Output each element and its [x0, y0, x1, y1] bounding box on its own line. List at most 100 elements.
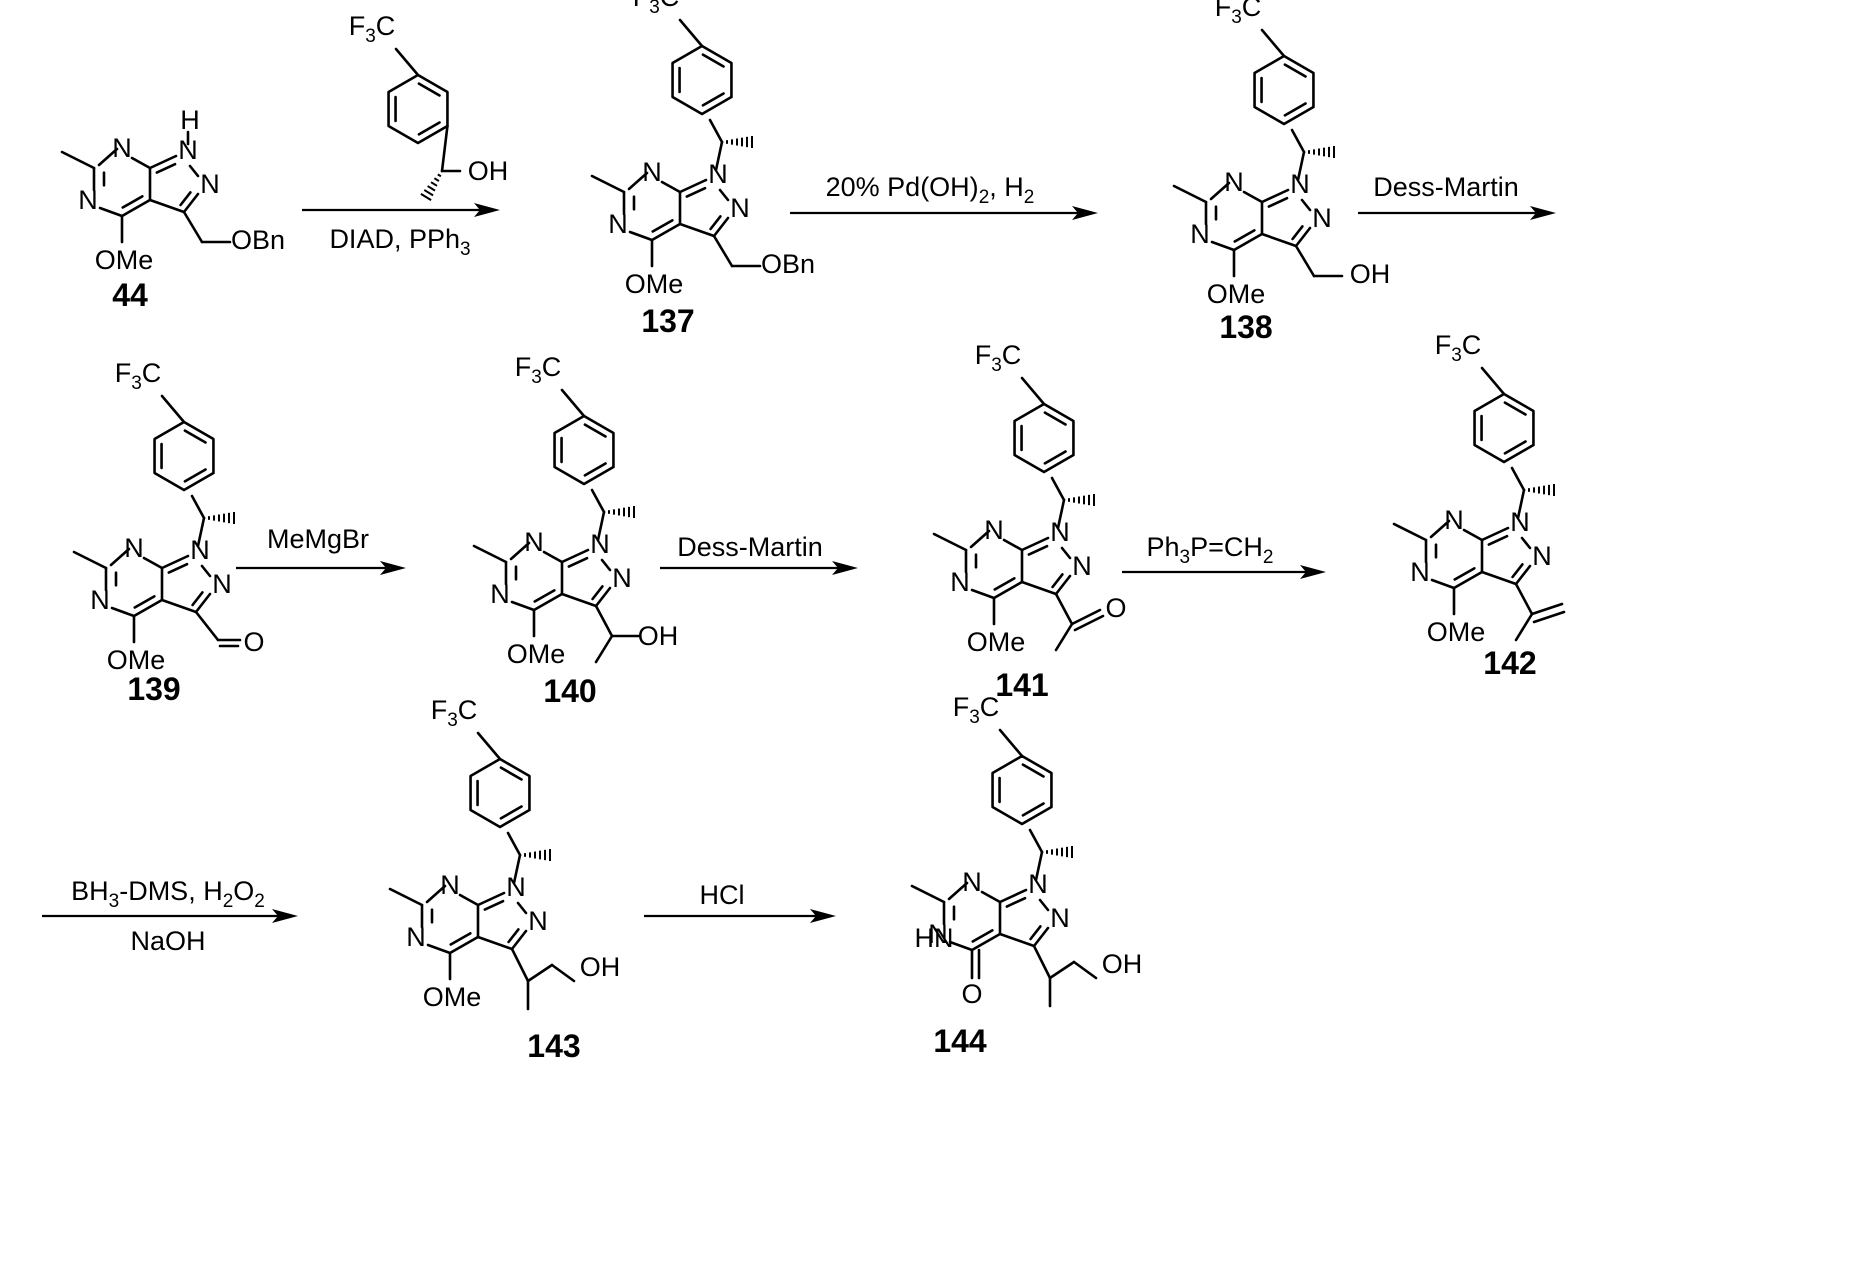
nitrogen-label: N	[612, 563, 632, 593]
reaction-condition-above-text: 20% Pd(OH)	[826, 172, 979, 202]
reaction-arrow: Dess-Martin	[660, 532, 858, 575]
nitrogen-label: N	[490, 579, 510, 609]
cf3-c: C	[1462, 330, 1482, 360]
hydroxyl-label: OH	[468, 156, 509, 186]
reaction-condition-above: HCl	[700, 880, 745, 910]
double-bond	[1053, 574, 1063, 587]
reaction-condition-below: NaOH	[130, 926, 205, 956]
reaction-condition-below-subscript: 3	[460, 239, 471, 260]
cf3-subscript: 3	[991, 355, 1002, 376]
hydrogen-label: H	[180, 105, 200, 135]
cf3-c: C	[142, 358, 162, 388]
methyl-bond	[912, 886, 944, 902]
bond	[132, 158, 150, 168]
stereo-hash-bond	[421, 174, 441, 200]
cf3-bond	[1262, 30, 1284, 56]
phenyl-ring	[555, 416, 614, 484]
bond	[134, 600, 162, 616]
oxygen-label: O	[961, 979, 982, 1009]
nitrogen-label: N	[1312, 203, 1332, 233]
bond	[680, 224, 714, 236]
cf3-f: F	[115, 358, 132, 388]
bond	[662, 182, 680, 192]
stereo-hash-bond	[209, 512, 234, 524]
bond	[1532, 604, 1562, 614]
bond	[1234, 234, 1262, 250]
bond	[508, 833, 520, 855]
nitrogen-label: N	[78, 185, 98, 215]
methoxy-label: OMe	[95, 245, 154, 275]
nitrogen-label: N	[1444, 505, 1464, 535]
reaction-condition-above-subscript: 2	[1263, 547, 1274, 568]
methyl-bond	[74, 552, 106, 568]
methoxy-label: OMe	[967, 627, 1026, 657]
bond	[994, 582, 1022, 598]
bond	[1244, 192, 1262, 202]
cf3-subscript: 3	[447, 710, 458, 731]
bond	[478, 937, 512, 949]
cf3-c: C	[458, 695, 478, 725]
bond	[602, 560, 610, 570]
nitrogen-label: N	[440, 870, 460, 900]
double-bond	[711, 216, 721, 229]
bond	[630, 232, 652, 240]
cf3-subscript: 3	[1451, 345, 1462, 366]
double-bond	[1513, 564, 1523, 577]
cf3-bond	[562, 390, 584, 416]
methyl-bond	[62, 152, 94, 168]
cf3-c: C	[980, 692, 1000, 722]
reaction-condition-above-subscript: 3	[109, 891, 120, 912]
hydroxyl-label: OH	[580, 952, 621, 982]
bond	[1062, 548, 1070, 558]
bond	[1075, 616, 1103, 630]
reaction-arrow: DIAD, PPh3	[302, 203, 500, 260]
reaction-condition-above-text: -DMS, H	[119, 876, 223, 906]
bond	[710, 120, 722, 142]
bond	[1302, 200, 1310, 210]
methyl-bond	[1394, 524, 1426, 540]
double-bond	[485, 901, 503, 909]
phenyl-ring	[389, 75, 448, 143]
cf3-f: F	[1215, 0, 1232, 22]
compound-number: 140	[543, 673, 596, 709]
reaction-arrow: BH3-DMS, H2O2NaOH	[42, 876, 298, 956]
double-bond	[1031, 926, 1041, 939]
cf3-f: F	[1435, 330, 1452, 360]
cf3-subscript: 3	[649, 0, 660, 18]
nitrogen-label: N	[950, 567, 970, 597]
bond	[512, 602, 534, 610]
double-bond	[157, 164, 175, 172]
bond	[1074, 962, 1096, 978]
reaction-condition-above: 20% Pd(OH)2, H2	[826, 172, 1035, 208]
bond	[196, 612, 218, 640]
compound-number: 139	[127, 671, 180, 707]
nitrogen-label: N	[984, 515, 1004, 545]
cf3-label: F3C	[115, 358, 162, 394]
methyl-bond	[1516, 614, 1532, 640]
bond	[162, 600, 196, 612]
methyl-bond	[934, 534, 966, 550]
benzyloxy-label: OBn	[761, 249, 815, 279]
reaction-condition-above-text: , H	[989, 172, 1024, 202]
cf3-label: F3C	[633, 0, 680, 18]
nitrogen-label: N	[528, 906, 548, 936]
bond	[1512, 468, 1524, 490]
bond	[1522, 538, 1530, 548]
reagent-alcohol: OHF3C	[349, 11, 509, 200]
nitrogen-label: N	[524, 527, 544, 557]
stereo-hash-bond	[727, 136, 752, 148]
bond	[450, 937, 478, 953]
reaction-condition-above-text: O	[233, 876, 254, 906]
benzyloxy-label: OBn	[231, 225, 285, 255]
compound-140: NNNNOMeF3COH140	[474, 352, 678, 709]
nitrogen-label: N	[642, 157, 662, 187]
cf3-f: F	[633, 0, 650, 12]
bond	[1516, 584, 1532, 614]
cf3-c: C	[660, 0, 680, 12]
bond	[1212, 242, 1234, 250]
phenyl-ring	[471, 759, 530, 827]
bond	[544, 552, 562, 562]
cf3-bond	[680, 20, 702, 46]
bond	[720, 190, 728, 200]
bond	[442, 126, 447, 171]
